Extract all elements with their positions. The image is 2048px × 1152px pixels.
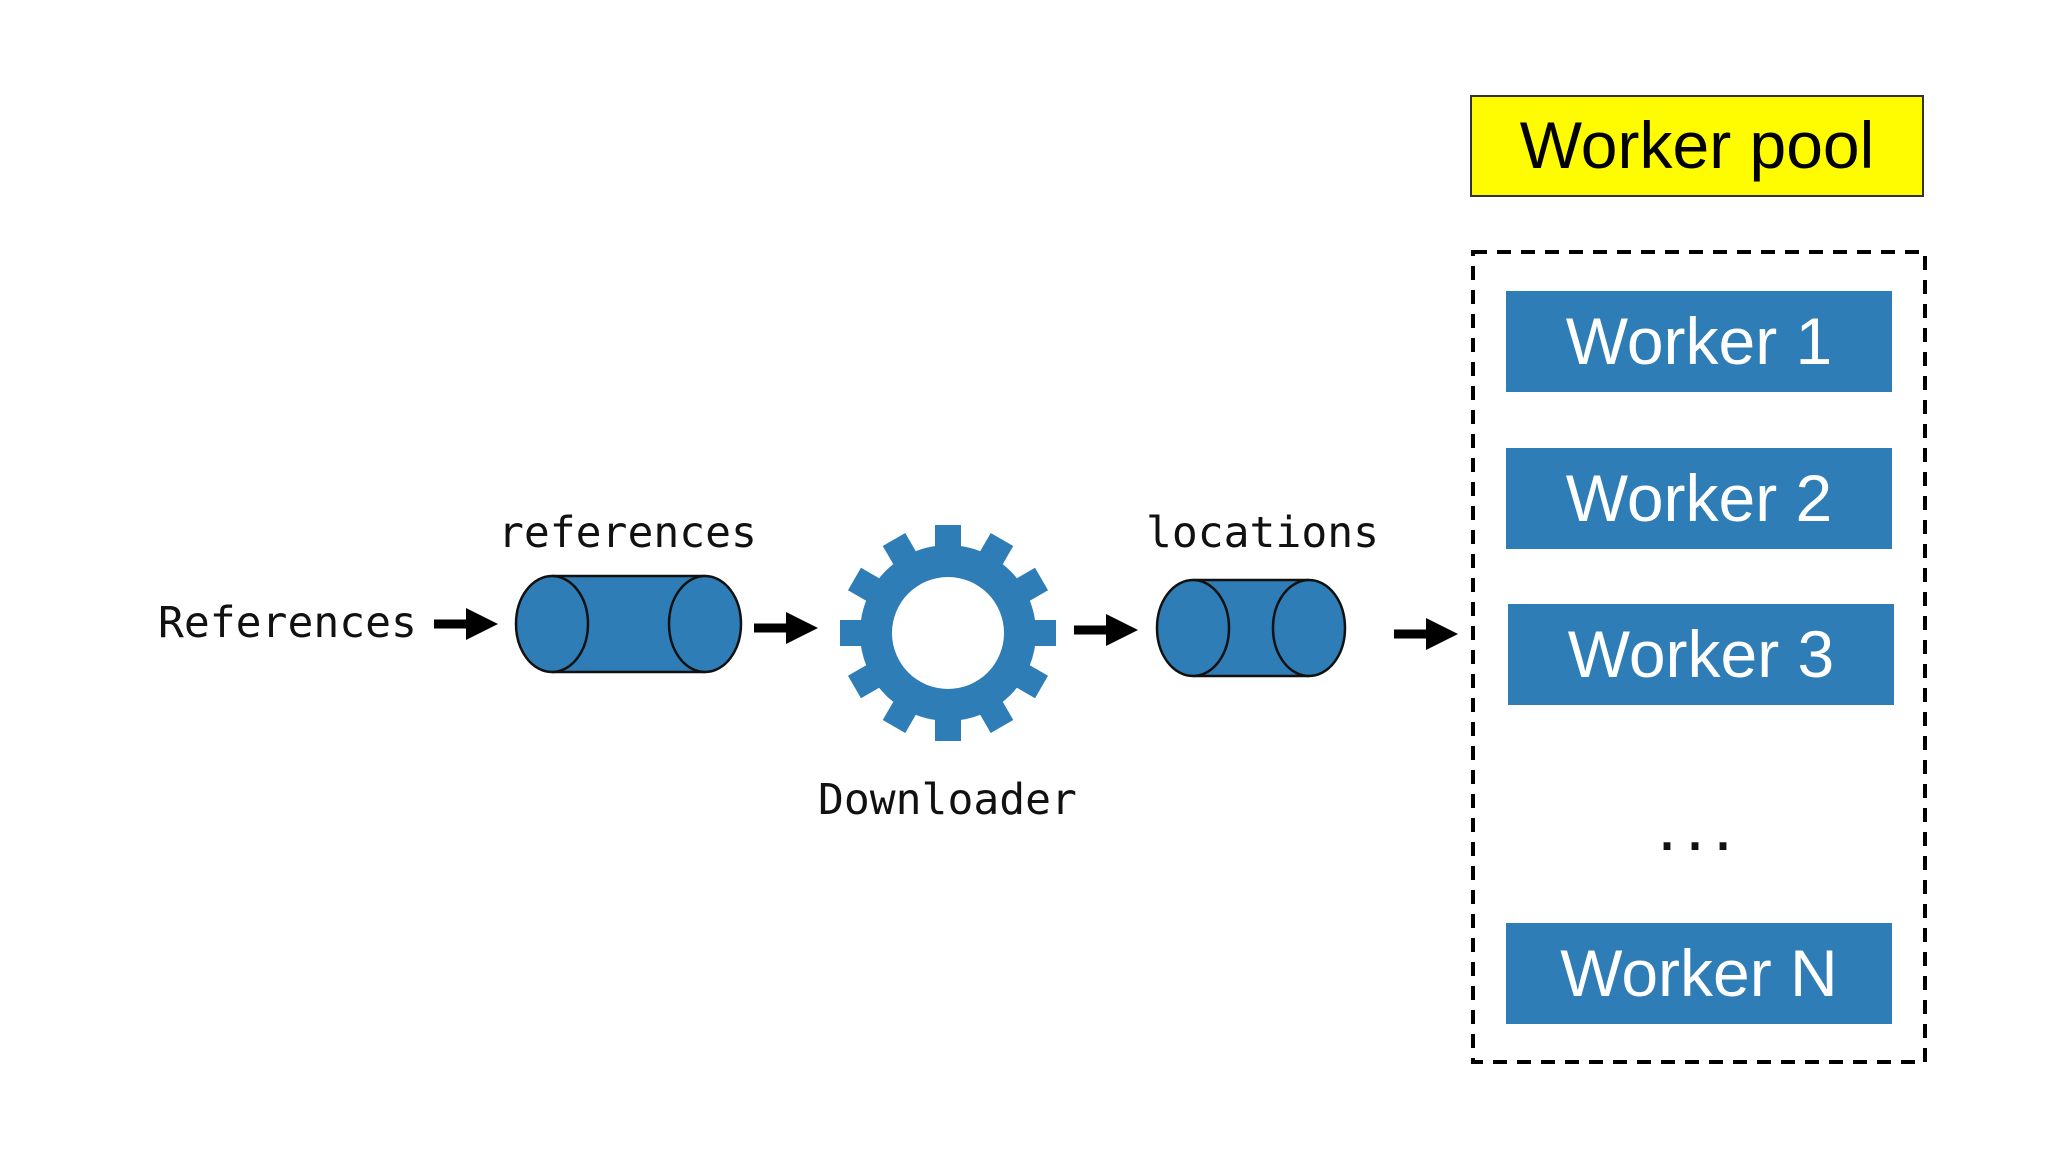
worker-pool-container [1471,250,1927,1064]
worker-label: Worker 1 [1566,304,1833,378]
arrow-4 [1394,618,1458,650]
worker-pool-title: Worker pool [1470,95,1924,197]
worker-label: Worker N [1560,936,1837,1010]
worker-pool-title-text: Worker pool [1520,108,1875,182]
downloader-label: Downloader [818,775,1077,825]
worker-box: Worker 3 [1508,604,1894,705]
worker-label: Worker 3 [1568,617,1835,691]
queue-locations [1155,578,1347,678]
worker-box: Worker 2 [1506,448,1892,549]
arrow-1 [434,608,498,640]
worker-label: Worker 2 [1566,461,1833,535]
worker-box: Worker 1 [1506,291,1892,392]
worker-box: Worker N [1506,923,1892,1024]
queue-label-references: references [498,508,757,558]
queue-label-locations: locations [1146,508,1379,558]
queue-references [514,574,743,674]
gear-icon [840,525,1056,741]
arrow-2 [754,612,818,644]
input-label: References [158,598,417,648]
ellipsis: ... [1657,786,1741,866]
arrow-3 [1074,614,1138,646]
